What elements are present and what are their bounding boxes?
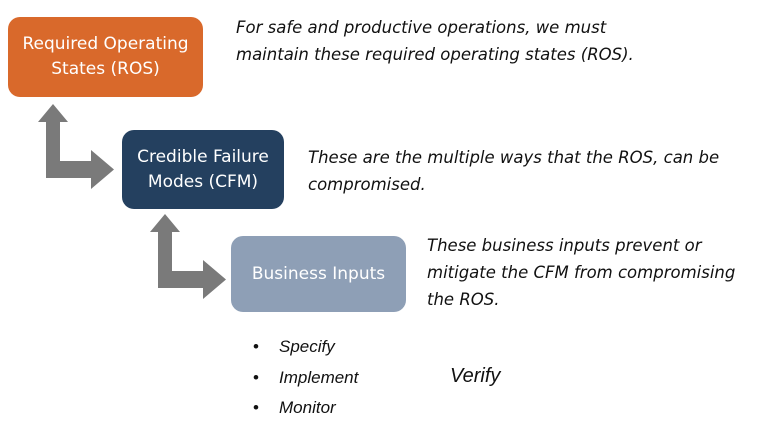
bullet-item-label: Implement bbox=[279, 367, 359, 387]
ros-description: For safe and productive operations, we m… bbox=[236, 18, 634, 64]
business-inputs-description: These business inputs prevent or mitigat… bbox=[427, 236, 736, 309]
elbow-arrow-icon bbox=[150, 214, 226, 299]
cfm-description: These are the multiple ways that the ROS… bbox=[308, 148, 720, 194]
bullet-item: •Monitor bbox=[253, 398, 336, 417]
ros-box-label: Required Operating States (ROS) bbox=[22, 34, 189, 79]
ros-box: Required Operating States (ROS) bbox=[8, 17, 203, 97]
business-inputs-box-label: Business Inputs bbox=[251, 263, 386, 284]
elbow-arrow-icon bbox=[38, 104, 114, 189]
business-inputs-bullet-list: •Specify •Implement •Monitor bbox=[253, 332, 358, 424]
cfm-box: Credible Failure Modes (CFM) bbox=[122, 130, 284, 209]
cfm-box-label: Credible Failure Modes (CFM) bbox=[137, 146, 269, 192]
business-inputs-box: Business Inputs bbox=[231, 236, 406, 312]
bullet-item-label: Monitor bbox=[279, 398, 336, 417]
bullet-item: •Specify bbox=[253, 337, 335, 356]
bullet-item-label: Specify bbox=[279, 337, 335, 356]
verify-label: Verify bbox=[450, 365, 501, 387]
bullet-item: •Implement bbox=[253, 367, 359, 387]
